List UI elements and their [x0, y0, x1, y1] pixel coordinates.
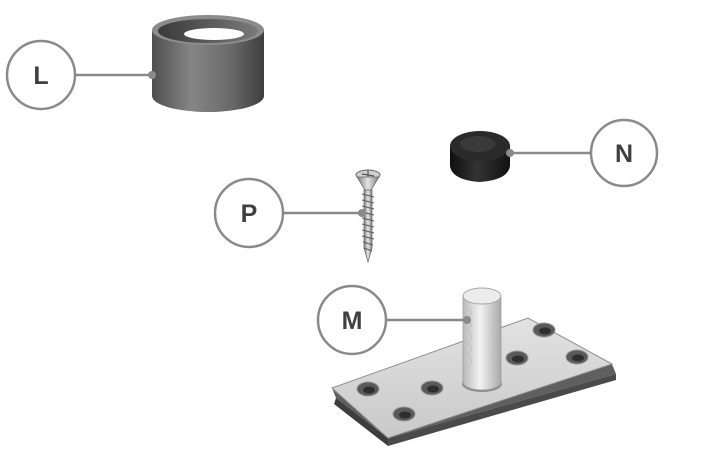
- callout-label-P: P: [241, 200, 258, 228]
- leader-dot-L: [148, 71, 156, 79]
- callout-label-M: M: [342, 307, 363, 335]
- sleeve-part: [152, 15, 264, 112]
- callout-label-L: L: [33, 62, 48, 90]
- callout-circle-L: [5, 39, 77, 111]
- callout-P: P: [213, 177, 366, 249]
- callout-circle-M: [316, 284, 388, 356]
- callout-M: M: [316, 284, 471, 356]
- leader-dot-N: [506, 149, 514, 157]
- cap-part: [450, 131, 510, 182]
- screw-part: [355, 169, 381, 264]
- callout-N: N: [506, 118, 659, 188]
- callout-circle-P: [213, 177, 285, 249]
- callout-L: L: [5, 39, 156, 111]
- callout-label-N: N: [615, 140, 633, 168]
- callout-circle-N: [589, 118, 659, 188]
- pivot-plate-part: [331, 287, 616, 446]
- leader-dot-M: [463, 316, 471, 324]
- leader-dot-P: [358, 209, 366, 217]
